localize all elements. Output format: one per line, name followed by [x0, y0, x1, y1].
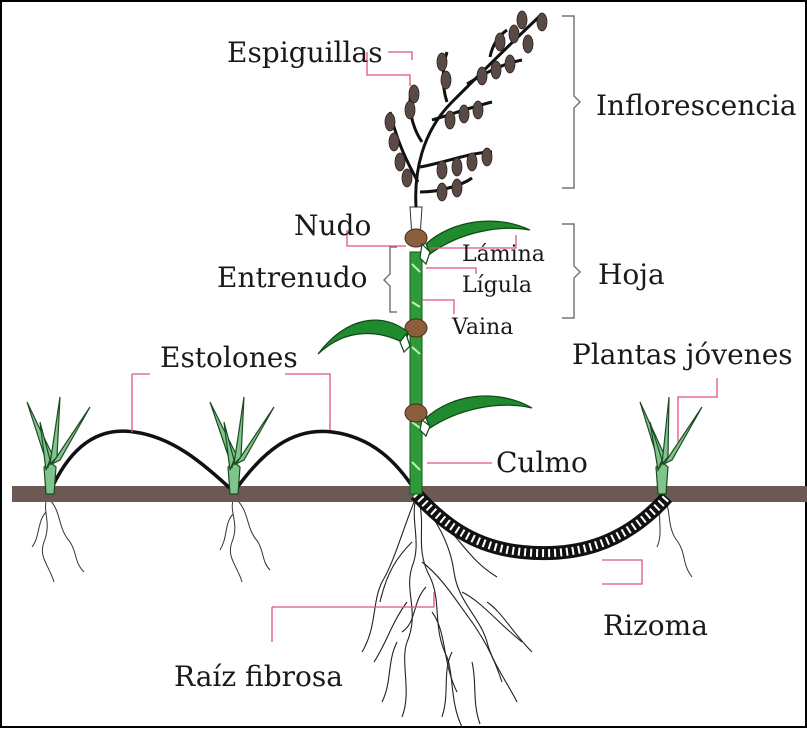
- label-rizoma: Rizoma: [603, 609, 708, 642]
- inflorescence: [385, 11, 547, 207]
- hoja-bracket: [562, 224, 580, 318]
- rhizome: [416, 494, 667, 553]
- label-estolones: Estolones: [160, 341, 298, 374]
- label-nudo: Nudo: [294, 209, 371, 242]
- leaf-blade-lower: [426, 396, 532, 428]
- spikelets: [385, 11, 547, 201]
- entrenudo-bracket: [384, 247, 397, 312]
- label-lamina: Lámina: [462, 242, 545, 267]
- culm: [410, 207, 422, 494]
- label-inflorescencia: Inflorescencia: [596, 89, 797, 122]
- label-ligula: Lígula: [462, 273, 532, 298]
- fibrous-roots: [362, 497, 532, 727]
- label-hoja: Hoja: [598, 258, 665, 291]
- label-raiz-fibrosa: Raíz fibrosa: [174, 660, 343, 693]
- label-culmo: Culmo: [496, 446, 588, 479]
- label-vaina: Vaina: [451, 315, 513, 340]
- label-plantas-jovenes: Plantas jóvenes: [572, 338, 793, 371]
- young-plant-3: [640, 397, 702, 494]
- leaf-blade-middle: [318, 320, 408, 354]
- label-entrenudo: Entrenudo: [217, 261, 368, 294]
- label-espiguillas: Espiguillas: [227, 36, 383, 69]
- inflorescence-bracket: [562, 16, 580, 188]
